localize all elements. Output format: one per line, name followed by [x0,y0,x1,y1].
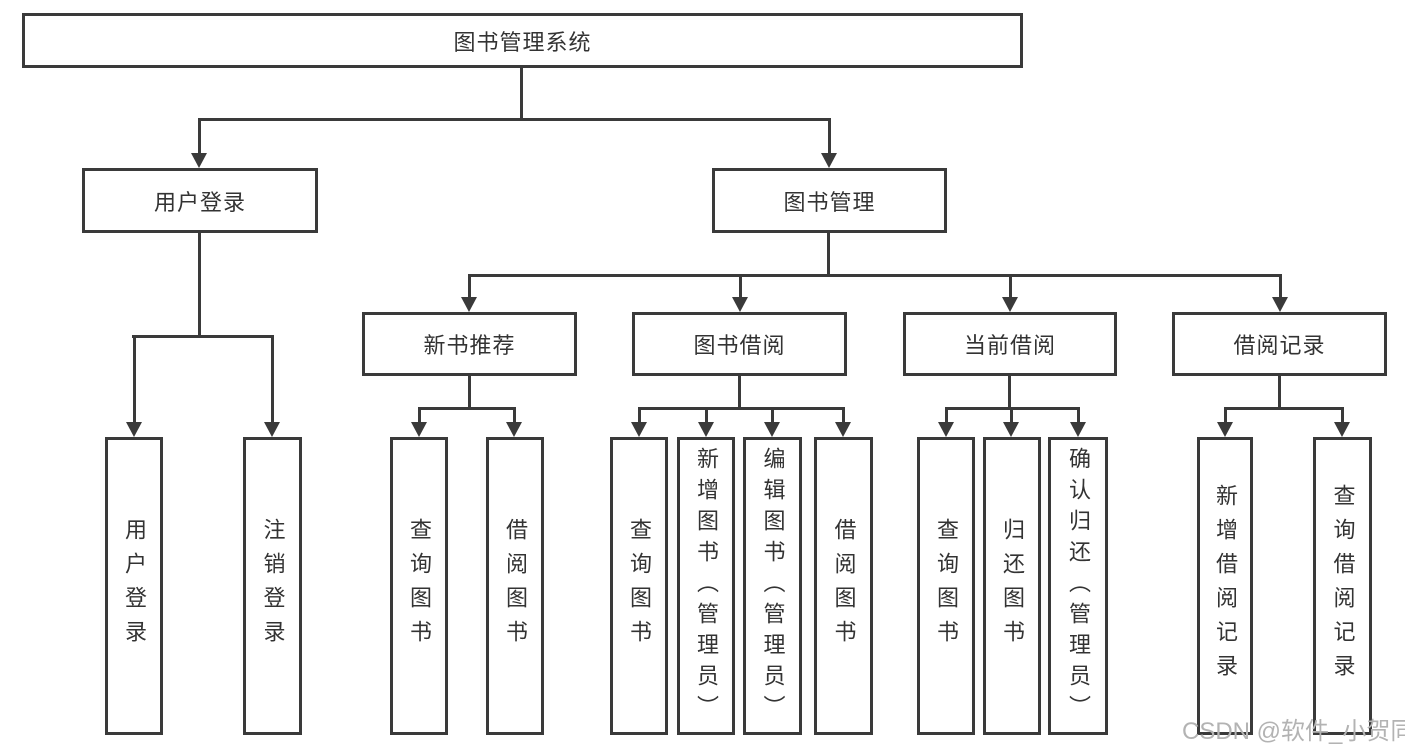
arrow-to-current-borrow [1002,274,1019,312]
connector-records-stem [1278,376,1281,407]
arrow-recommend-query [411,407,428,437]
leaf-user-login: 用户登录 [105,437,163,735]
arrow-to-leaf-user-login [126,335,143,437]
leaf-current-query-books: 查询图书 [917,437,975,735]
leaf-borrow-add-books-admin: 新增图书（管理员） [677,437,735,735]
leaf-current-return-books: 归还图书 [983,437,1041,735]
arrow-borrow-edit [764,407,781,437]
leaf-records-add-record: 新增借阅记录 [1197,437,1253,735]
node-borrow-records: 借阅记录 [1172,312,1387,376]
arrow-current-confirm [1070,407,1087,437]
arrow-to-user-login [191,118,208,168]
leaf-recommend-query-books: 查询图书 [390,437,448,735]
leaf-current-confirm-return-admin: 确认归还（管理员） [1048,437,1108,735]
leaf-borrow-query-books: 查询图书 [610,437,668,735]
node-book-borrow: 图书借阅 [632,312,847,376]
connector-user-login-rail [132,335,274,338]
node-library-management-system: 图书管理系统 [22,13,1023,68]
leaf-borrow-borrow-books: 借阅图书 [814,437,873,735]
leaf-records-query-record: 查询借阅记录 [1313,437,1372,735]
arrow-to-leaf-logout [264,335,281,437]
arrow-recommend-borrow [506,407,523,437]
connector-borrow-rail [638,407,845,410]
arrow-to-new-book-recommend [461,274,478,312]
arrow-borrow-borrow [835,407,852,437]
arrow-current-query [938,407,955,437]
arrow-current-return [1003,407,1020,437]
connector-records-rail [1224,407,1344,410]
leaf-recommend-borrow-books: 借阅图书 [486,437,544,735]
connector-recommend-rail [418,407,516,410]
csdn-watermark: CSDN @软件_小贺同学 [1182,718,1405,745]
arrow-records-add [1217,407,1234,437]
connector-current-stem [1008,376,1011,407]
connector-book-management-rail [468,274,1282,277]
arrow-records-query [1334,407,1351,437]
arrow-to-book-management [821,118,838,168]
connector-root-rail [198,118,831,121]
leaf-borrow-edit-books-admin: 编辑图书（管理员） [743,437,802,735]
arrow-to-book-borrow [732,274,749,312]
arrow-borrow-query [631,407,648,437]
node-new-book-recommend: 新书推荐 [362,312,577,376]
arrow-borrow-add [698,407,715,437]
connector-recommend-stem [468,376,471,407]
arrow-to-borrow-records [1272,274,1289,312]
node-current-borrow: 当前借阅 [903,312,1117,376]
connector-user-login-stem [198,233,201,335]
leaf-logout: 注销登录 [243,437,302,735]
connector-book-management-stem [827,233,830,274]
node-user-login: 用户登录 [82,168,318,233]
connector-root-stem [520,68,523,118]
node-book-management: 图书管理 [712,168,947,233]
connector-borrow-stem [738,376,741,407]
